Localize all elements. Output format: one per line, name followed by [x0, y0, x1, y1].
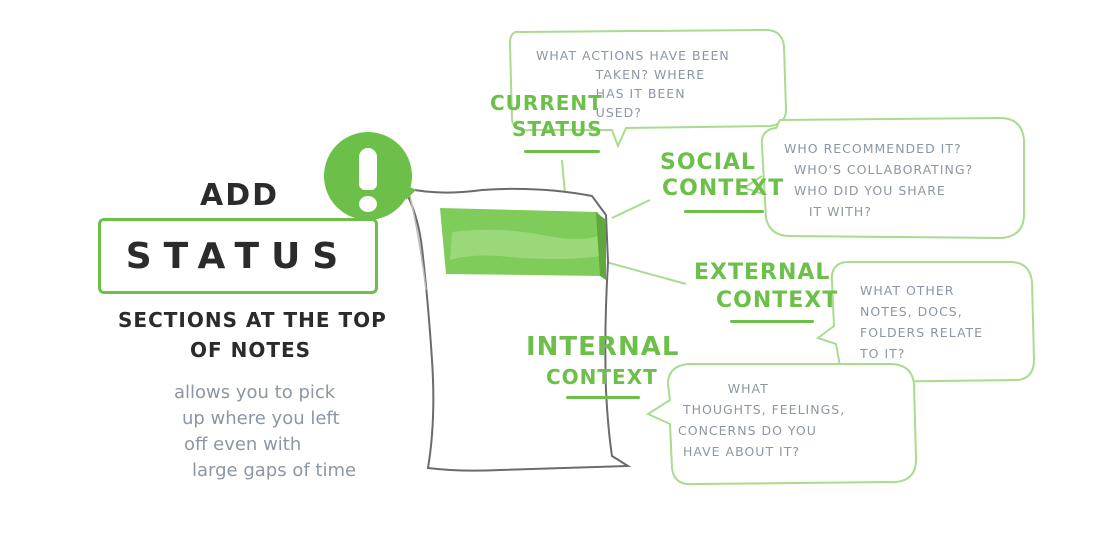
label-social-context-2: context — [662, 176, 785, 201]
sections-line-2: of notes — [190, 338, 312, 362]
label-social-context-1: social — [660, 150, 756, 175]
label-current-status-2: status — [512, 117, 603, 141]
note-line-1: allows you to pick — [174, 382, 336, 403]
underline-external-context — [730, 320, 814, 323]
underline-social-context — [684, 210, 764, 213]
bubble-current-status — [508, 28, 788, 149]
label-external-context-2: context — [716, 288, 839, 313]
bubble-internal-context — [645, 363, 918, 486]
note-line-2: up where you left — [182, 408, 340, 429]
label-current-status-1: current — [490, 91, 603, 115]
status-box: STATUS — [98, 218, 378, 294]
label-internal-context-2: context — [546, 365, 658, 389]
exclamation-icon — [350, 140, 386, 216]
underline-internal-context — [566, 396, 640, 399]
bubble-text-current-status: WHAT ACTIONS HAVE BEEN TAKEN? WHERE HAS … — [536, 48, 730, 120]
add-label: add — [200, 178, 280, 213]
connector-social-context — [611, 199, 651, 219]
bubble-social-context — [741, 116, 1025, 240]
connector-external-context — [605, 261, 687, 285]
bubble-text-external-context: WHAT OTHER NOTES, DOCS, FOLDERS RELATE T… — [860, 283, 984, 361]
underline-current-status — [524, 150, 600, 153]
note-line-3: off even with — [184, 434, 302, 455]
note-line-4: large gaps of time — [192, 460, 357, 481]
label-external-context-1: external — [694, 260, 831, 285]
status-word: STATUS — [125, 235, 351, 277]
bubble-text-internal-context: WHAT THOUGHTS, FEELINGS, CONCERNS DO YOU… — [678, 381, 846, 459]
bubble-text-social-context: WHO RECOMMENDED IT? WHO'S COLLABORATING?… — [784, 141, 974, 219]
sections-line-1: sections at the top — [118, 308, 387, 332]
label-internal-context-1: internal — [526, 332, 680, 362]
